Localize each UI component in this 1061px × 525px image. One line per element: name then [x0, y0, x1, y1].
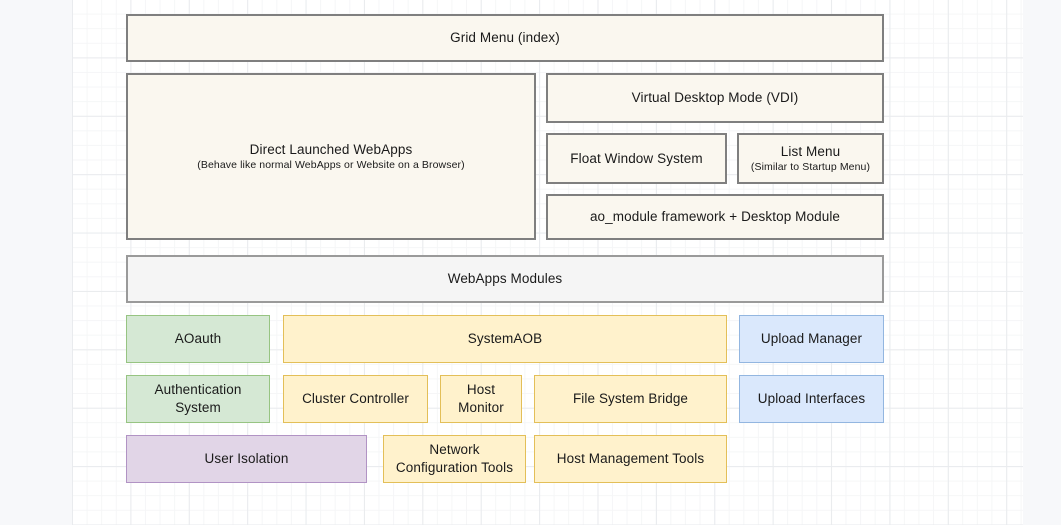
node-ao-module-framework[interactable]: ao_module framework + Desktop Module [546, 194, 884, 240]
node-label: User Isolation [204, 451, 289, 467]
node-label: Upload Interfaces [757, 391, 866, 407]
node-virtual-desktop-mode[interactable]: Virtual Desktop Mode (VDI) [546, 73, 884, 123]
node-label: Host Monitor [458, 382, 504, 415]
node-label: File System Bridge [572, 391, 689, 407]
node-list-menu[interactable]: List Menu (Similar to Startup Menu) [737, 133, 884, 184]
node-label: Host Management Tools [556, 451, 705, 467]
node-label: Float Window System [570, 150, 703, 166]
node-sublabel: (Behave like normal WebApps or Website o… [197, 159, 465, 172]
node-label: Grid Menu (index) [450, 30, 560, 46]
node-label: AOauth [174, 331, 222, 347]
node-upload-interfaces[interactable]: Upload Interfaces [739, 375, 884, 423]
node-label: Cluster Controller [302, 391, 409, 407]
node-label: List Menu [780, 143, 841, 159]
node-upload-manager[interactable]: Upload Manager [739, 315, 884, 363]
node-label: Network Configuration Tools [395, 442, 514, 475]
node-label: Authentication System [154, 382, 242, 415]
node-host-management-tools[interactable]: Host Management Tools [534, 435, 727, 483]
node-label: Virtual Desktop Mode (VDI) [631, 90, 799, 106]
node-webapps-modules[interactable]: WebApps Modules [126, 255, 884, 303]
node-host-monitor[interactable]: Host Monitor [440, 375, 522, 423]
node-direct-launched-webapps[interactable]: Direct Launched WebApps (Behave like norm… [126, 73, 536, 240]
node-file-system-bridge[interactable]: File System Bridge [534, 375, 727, 423]
node-cluster-controller[interactable]: Cluster Controller [283, 375, 428, 423]
node-float-window-system[interactable]: Float Window System [546, 133, 727, 184]
node-label: Direct Launched WebApps [249, 141, 413, 157]
node-grid-menu[interactable]: Grid Menu (index) [126, 14, 884, 62]
node-sublabel: (Similar to Startup Menu) [750, 161, 871, 174]
node-network-configuration-tools[interactable]: Network Configuration Tools [383, 435, 526, 483]
node-user-isolation[interactable]: User Isolation [126, 435, 367, 483]
node-label: SystemAOB [467, 331, 543, 347]
node-aoauth[interactable]: AOauth [126, 315, 270, 363]
node-label: ao_module framework + Desktop Module [589, 209, 841, 225]
node-authentication-system[interactable]: Authentication System [126, 375, 270, 423]
node-system-aob[interactable]: SystemAOB [283, 315, 727, 363]
node-label: WebApps Modules [447, 271, 563, 287]
node-label: Upload Manager [760, 331, 863, 347]
